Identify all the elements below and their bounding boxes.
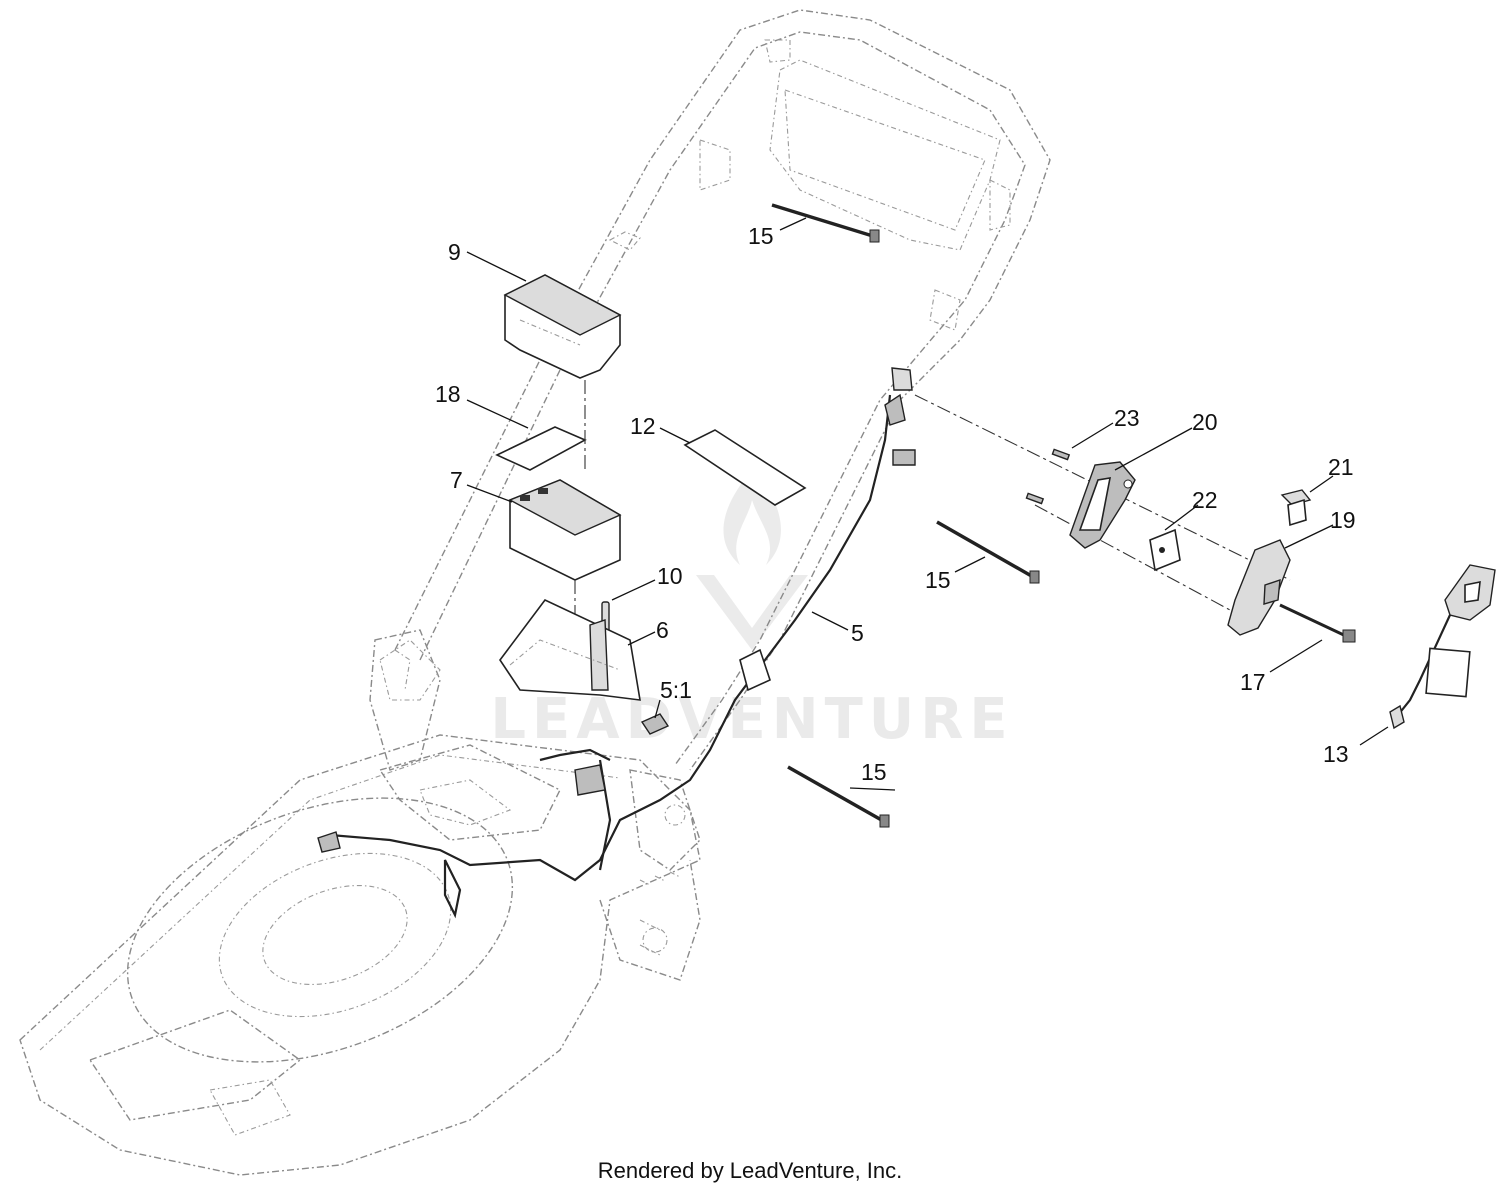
battery-tray [499, 598, 641, 701]
watermark-text: LEADVENTURE [490, 687, 1013, 752]
connector-5-1 [640, 713, 670, 735]
callout-23: 23 [1114, 405, 1140, 431]
callout-22: 22 [1192, 487, 1218, 513]
label-decal [495, 426, 587, 471]
callout-17: 17 [1240, 669, 1266, 695]
handle-grip [1227, 539, 1291, 636]
switch [1149, 528, 1181, 572]
callout-15-middle: 15 [925, 567, 951, 593]
bolt-17 [1279, 603, 1356, 643]
bolt-bottom [787, 765, 890, 828]
key [1280, 489, 1312, 527]
handle-frame [379, 9, 1051, 771]
callout-19: 19 [1330, 507, 1356, 533]
callout-15-top: 15 [748, 223, 774, 249]
callout-5: 5 [851, 620, 864, 646]
mower-deck [19, 629, 701, 1176]
callout-20: 20 [1192, 409, 1218, 435]
explode-line-control-2 [1034, 504, 1231, 611]
callout-5-1: 5:1 [660, 677, 692, 703]
handle-decal [683, 429, 807, 506]
wire-harness [317, 367, 916, 919]
footer-credit: Rendered by LeadVenture, Inc. [597, 1158, 903, 1183]
watermark-v-icon [696, 575, 808, 650]
bolt-top [771, 203, 880, 243]
callouts: 9 18 7 10 6 5:1 12 15 15 15 5 23 20 21 2… [435, 223, 1356, 785]
callout-7: 7 [450, 467, 463, 493]
battery-cover [503, 274, 622, 379]
callout-13: 13 [1323, 741, 1349, 767]
callout-21: 21 [1328, 454, 1354, 480]
switch-housing [1069, 461, 1136, 549]
screw-lower [1025, 492, 1045, 505]
callout-15-bottom: 15 [861, 759, 887, 785]
watermark: LEADVENTURE [490, 470, 1013, 752]
callout-9: 9 [448, 239, 461, 265]
callout-10: 10 [657, 563, 683, 589]
screw-23 [1051, 448, 1071, 461]
callout-6: 6 [656, 617, 669, 643]
battery [508, 479, 622, 581]
leader-lines [466, 217, 1389, 791]
callout-12: 12 [630, 413, 656, 439]
battery-charger [1389, 564, 1496, 730]
callout-18: 18 [435, 381, 461, 407]
bolt-middle [936, 520, 1040, 584]
